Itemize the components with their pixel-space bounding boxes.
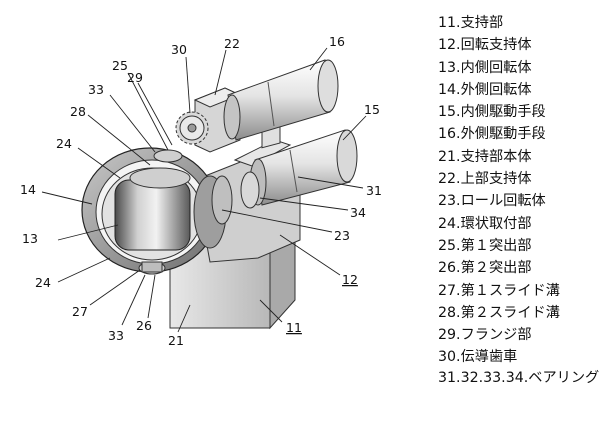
ref-13: 13 [22, 231, 38, 246]
ref-11: 11 [286, 320, 302, 335]
legend-item: 16.外側駆動手段 [438, 126, 546, 143]
ref-24-bottom: 24 [35, 275, 51, 290]
legend-item: 28.第２スライド溝 [438, 304, 560, 321]
parts-legend: 11.支持部 12.回転支持体 13.内側回転体 14.外側回転体 15.内側駆… [438, 12, 606, 387]
ref-25: 25 [112, 58, 128, 73]
ref-14: 14 [20, 182, 36, 197]
legend-item: 11.支持部 [438, 15, 504, 31]
legend-item: 29.フランジ部 [438, 327, 532, 344]
bearing-bottom [138, 261, 166, 275]
legend-item: 25.第１突出部 [438, 237, 532, 254]
ref-28: 28 [70, 104, 86, 119]
bearing-roll [240, 171, 260, 209]
legend-item: 13.内側回転体 [438, 59, 532, 76]
ref-22: 22 [224, 36, 240, 51]
leader-lines [41, 47, 367, 333]
ref-15: 15 [364, 102, 380, 117]
inner-drive-motor [249, 124, 358, 206]
legend-item: 22.上部支持体 [438, 171, 532, 188]
legend-item: 14.外側回転体 [438, 81, 532, 98]
legend-item: 12.回転支持体 [438, 37, 532, 54]
ref-21: 21 [168, 333, 184, 348]
legend-item: 15.内側駆動手段 [438, 104, 546, 121]
ref-23: 23 [334, 228, 350, 243]
legend-item: 26.第２突出部 [438, 260, 532, 277]
transmission-gear [175, 111, 209, 145]
ref-26: 26 [136, 318, 152, 333]
mechanism-illustration: 30 22 16 25 29 33 15 28 24 31 14 34 23 1… [20, 34, 382, 348]
legend-item: 24.環状取付部 [438, 215, 532, 232]
bearing-top [153, 149, 183, 163]
ref-16: 16 [329, 34, 345, 49]
legend-item: 23.ロール回転体 [438, 193, 546, 210]
ref-30: 30 [171, 42, 187, 57]
ref-33-top: 33 [88, 82, 104, 97]
ref-33-bottom: 33 [108, 328, 124, 343]
outer-drive-motor [223, 59, 339, 141]
legend-item: 30.伝導歯車 [438, 349, 518, 366]
ref-27: 27 [72, 304, 88, 319]
ref-24-top: 24 [56, 136, 72, 151]
legend-item: 27.第１スライド溝 [438, 282, 560, 299]
legend-item: 31.32.33.34.ベアリング [438, 369, 600, 386]
ref-31: 31 [366, 183, 382, 198]
ref-34: 34 [350, 205, 366, 220]
ref-29: 29 [127, 70, 143, 85]
ref-12: 12 [342, 272, 358, 287]
inner-rotating-body [101, 167, 233, 261]
legend-item: 21.支持部本体 [438, 148, 532, 165]
